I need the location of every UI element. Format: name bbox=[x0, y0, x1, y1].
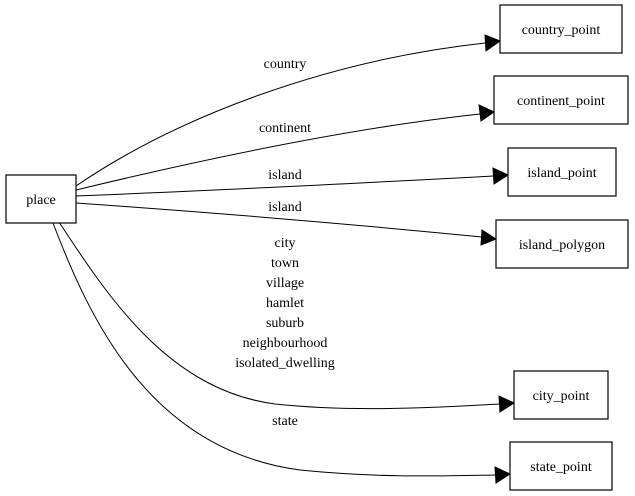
node-label: city_point bbox=[533, 389, 590, 404]
node-label: island_polygon bbox=[519, 238, 605, 253]
edge-place-city-point bbox=[58, 221, 516, 413]
edge-place-island-polygon bbox=[75, 202, 498, 246]
edge-place-country-point bbox=[75, 34, 502, 187]
edge-label-suburb: suburb bbox=[266, 316, 304, 331]
edge-place-island-point bbox=[75, 167, 510, 197]
edge-label-text: state bbox=[272, 414, 298, 429]
node-continent-point: continent_point bbox=[493, 75, 629, 125]
arrowhead bbox=[494, 466, 512, 484]
node-label: state_point bbox=[530, 460, 592, 475]
node-island-polygon: island_polygon bbox=[495, 219, 629, 269]
edge-label-hamlet: hamlet bbox=[266, 296, 304, 311]
arrowhead bbox=[478, 104, 496, 122]
edge-label-island-point: island bbox=[268, 168, 301, 183]
edge-label-continent: continent bbox=[259, 121, 311, 136]
arrowhead bbox=[480, 229, 498, 246]
edge-label-country: country bbox=[264, 57, 307, 72]
edge-label-isolated-dwelling: isolated_dwelling bbox=[235, 356, 335, 371]
arrowhead bbox=[498, 395, 516, 413]
edge-label-text: country bbox=[264, 57, 307, 72]
node-label: place bbox=[26, 193, 56, 208]
node-city-point: city_point bbox=[513, 370, 609, 420]
edge-label-text: continent bbox=[259, 121, 311, 136]
edge-label-village: village bbox=[266, 276, 304, 291]
edge-label-text: island bbox=[268, 168, 301, 183]
edge-label-state: state bbox=[272, 414, 298, 429]
node-country-point: country_point bbox=[499, 4, 623, 54]
node-label: country_point bbox=[522, 23, 601, 38]
edge-label-town: town bbox=[271, 256, 299, 271]
edge-label-neighbourhood: neighbourhood bbox=[243, 336, 328, 351]
node-place: place bbox=[5, 174, 77, 224]
edge-place-continent-point bbox=[75, 104, 496, 191]
edge-label-text: island bbox=[268, 200, 301, 215]
edge-label-city-group: city town village hamlet suburb neighbou… bbox=[235, 236, 335, 371]
edge-label-island-polygon: island bbox=[268, 200, 301, 215]
node-island-point: island_point bbox=[507, 147, 617, 197]
node-state-point: state_point bbox=[509, 441, 613, 491]
node-label: island_point bbox=[527, 166, 596, 181]
arrowhead bbox=[492, 167, 510, 185]
edge-place-state-point bbox=[52, 222, 512, 484]
edge-label-city: city bbox=[275, 236, 296, 251]
node-label: continent_point bbox=[517, 94, 605, 109]
arrowhead bbox=[484, 34, 502, 52]
